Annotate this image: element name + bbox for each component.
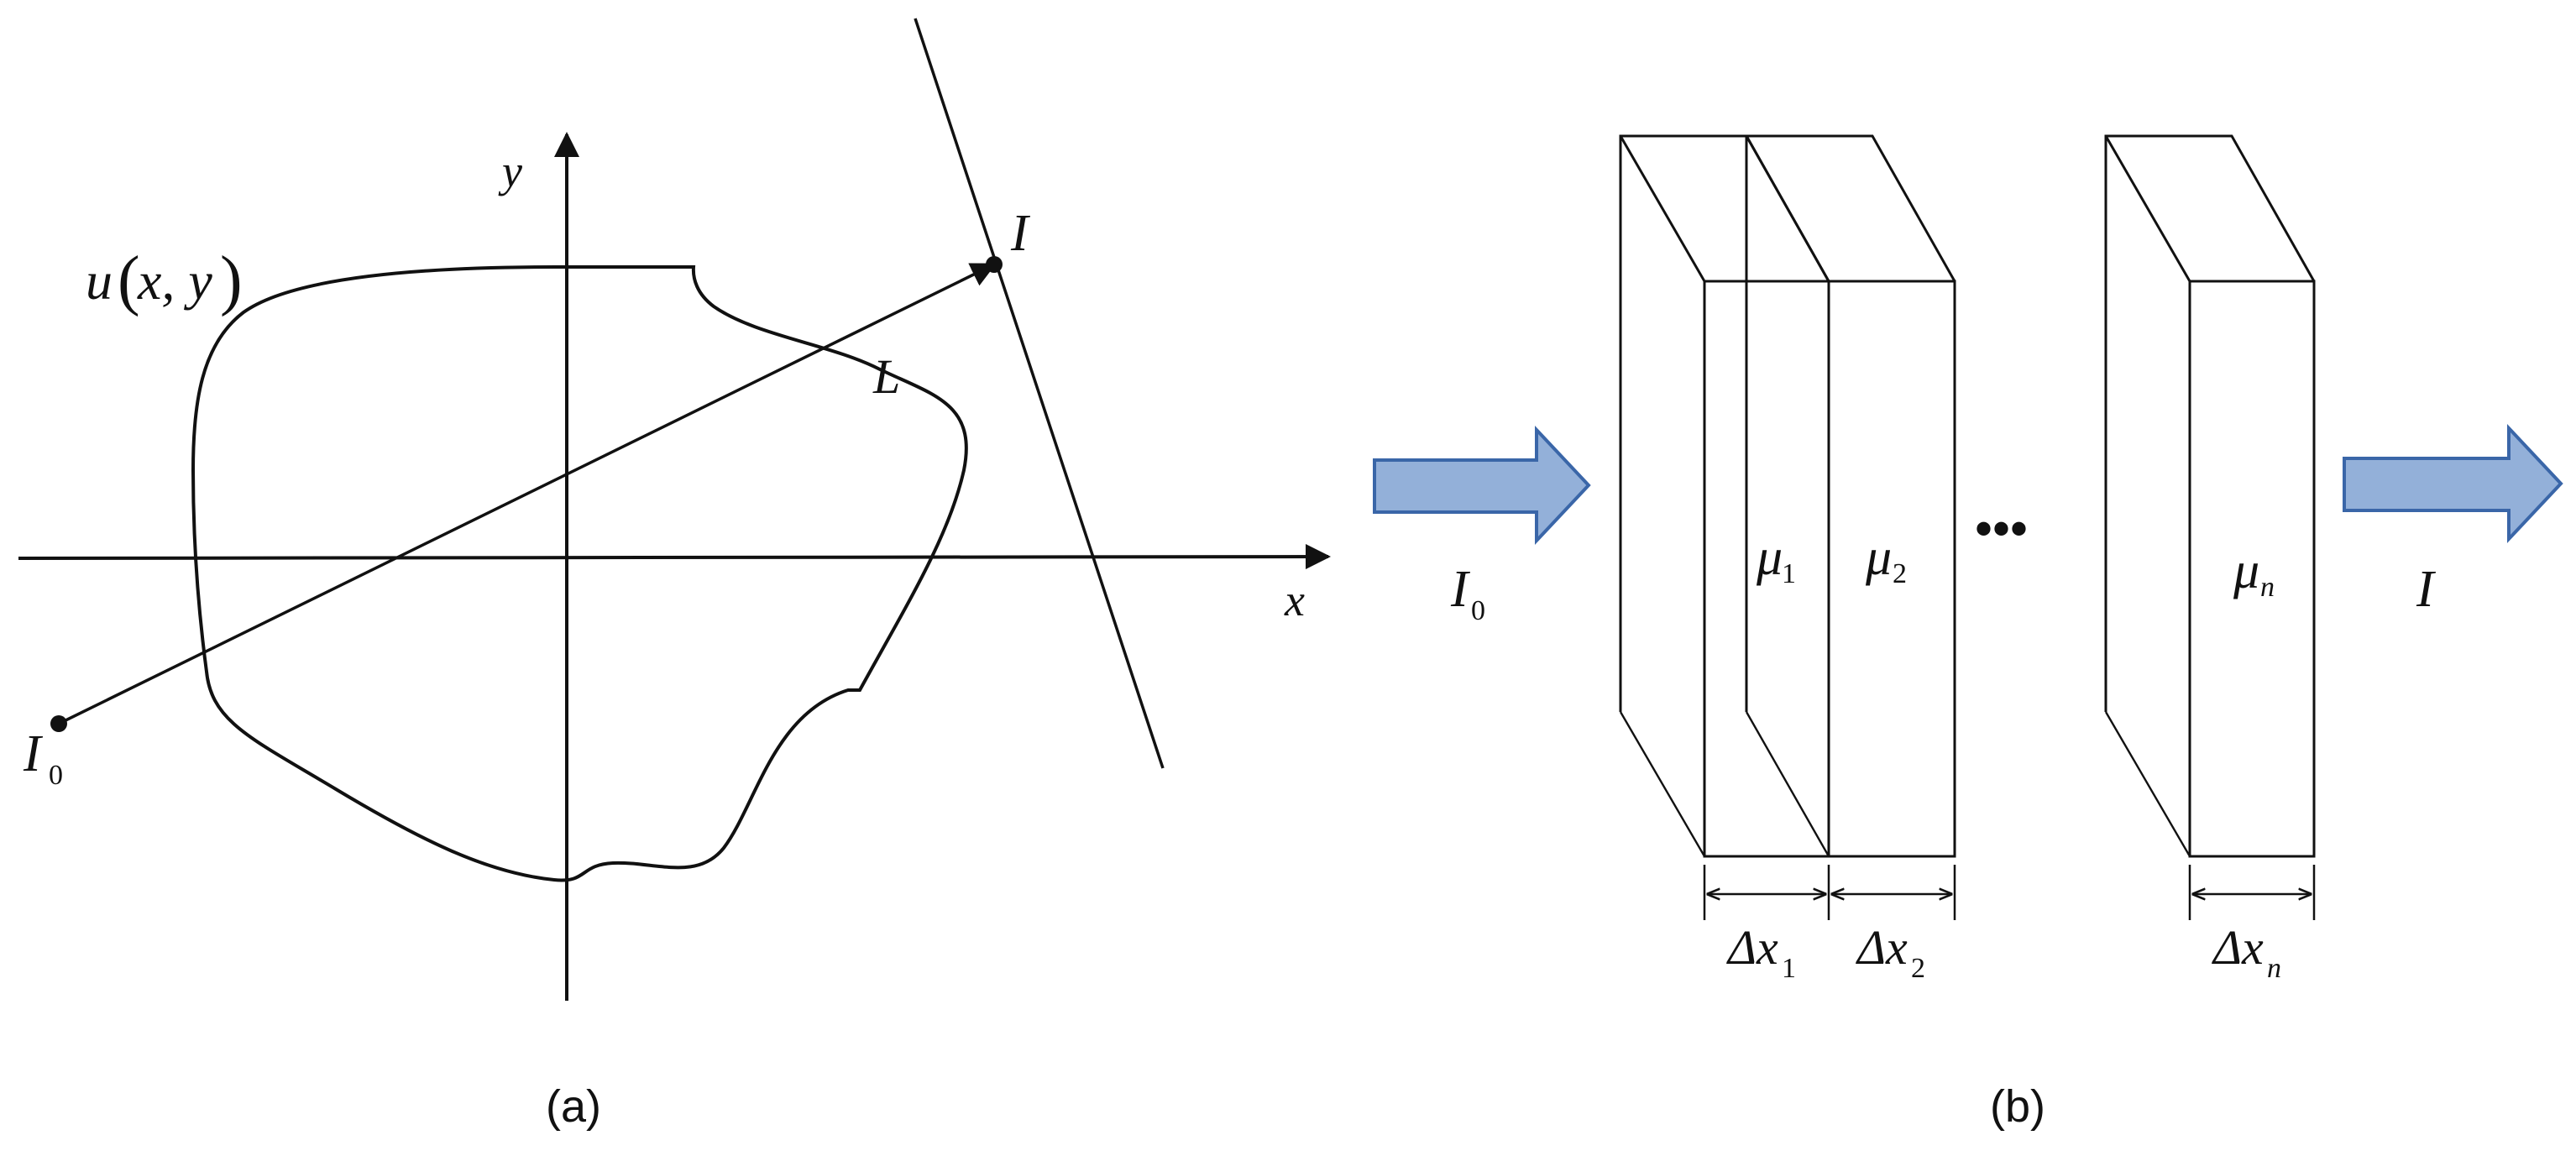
svg-text:Δx: Δx: [1726, 920, 1778, 975]
x-axis: [18, 544, 1331, 570]
thickness-dimension-2: [1832, 865, 1956, 920]
path-label: L: [872, 349, 900, 404]
svg-text:μ: μ: [1865, 529, 1892, 586]
layer-slab-n: [2104, 134, 2316, 858]
function-label: u ( x, y ): [86, 243, 243, 317]
input-intensity-label: I 0: [1450, 561, 1485, 626]
svg-text:(: (: [118, 243, 140, 317]
dx-label-2: Δx 2: [1856, 920, 1925, 984]
detector-label: I: [1010, 205, 1031, 262]
svg-text:2: 2: [1911, 953, 1925, 984]
panel-a: y x L I I 0 u ( x, y ) (a): [18, 18, 1331, 1132]
mu-label-2: μ 2: [1865, 529, 1907, 589]
detector-line: [914, 18, 1165, 769]
y-axis-label: y: [498, 146, 522, 196]
svg-text:μ: μ: [1756, 529, 1783, 586]
svg-text:μ: μ: [2233, 542, 2259, 599]
layer-slab-1: [1619, 134, 1830, 858]
svg-text:I: I: [1450, 561, 1471, 618]
mu-label-1: μ 1: [1756, 529, 1796, 589]
svg-text:Δx: Δx: [2212, 920, 2264, 975]
svg-text:Δx: Δx: [1856, 920, 1908, 975]
output-intensity-label: I: [2416, 561, 2437, 618]
svg-text:2: 2: [1893, 558, 1907, 589]
x-axis-label: x: [1284, 575, 1305, 625]
ray-path: [58, 263, 997, 725]
source-point: [50, 715, 67, 732]
output-arrow: [2343, 423, 2563, 544]
thickness-dimension-1: [1703, 865, 1830, 920]
mu-label-n: μ n: [2233, 542, 2275, 603]
detector-point: [986, 256, 1003, 273]
svg-text:x, y: x, y: [137, 251, 212, 311]
svg-text:0: 0: [49, 760, 63, 791]
caption-b: (b): [1990, 1081, 2045, 1132]
svg-text:0: 0: [1471, 595, 1485, 626]
object-region: [191, 265, 968, 882]
panel-b: I 0 I μ 1: [1373, 134, 2563, 1132]
svg-text:1: 1: [1782, 558, 1796, 589]
caption-a: (a): [546, 1081, 601, 1132]
svg-text:): ): [220, 243, 243, 317]
thickness-dimension-n: [2188, 865, 2316, 920]
input-arrow: [1373, 425, 1591, 546]
svg-text:u: u: [86, 251, 113, 311]
svg-text:I: I: [23, 725, 44, 782]
dx-label-1: Δx 1: [1726, 920, 1796, 984]
svg-text:1: 1: [1782, 953, 1796, 984]
svg-text:n: n: [2260, 572, 2275, 603]
layer-slab-2: [1745, 134, 1956, 858]
source-label: I 0: [23, 725, 63, 791]
dx-label-n: Δx n: [2212, 920, 2281, 984]
svg-text:n: n: [2267, 953, 2281, 984]
ellipsis: •••: [1975, 501, 2028, 557]
